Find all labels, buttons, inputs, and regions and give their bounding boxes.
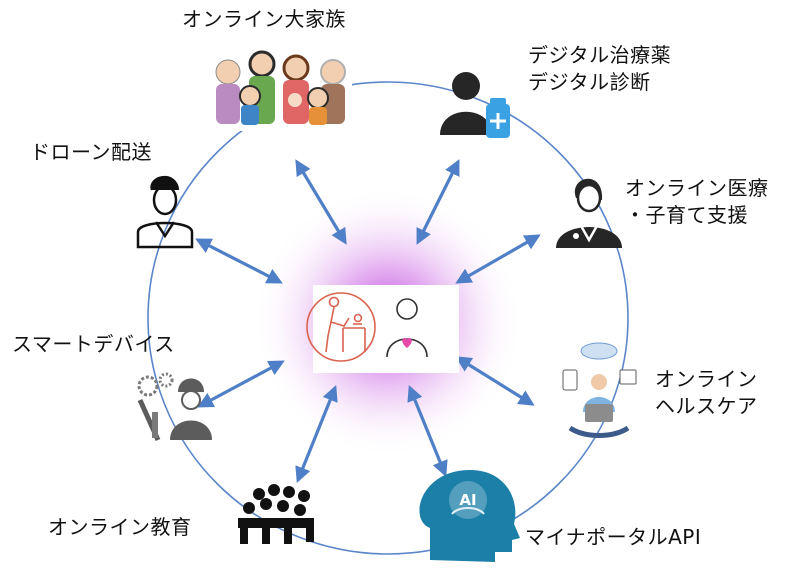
arrow-online-medical [455,234,541,284]
parent-child-care-icon [306,292,376,362]
label-online-healthcare: オンライン ヘルスケア [655,366,758,420]
laptop-user-icon [562,342,637,438]
label-online-family: オンライン大家族 [182,6,346,33]
label-line: オンライン教育 [48,515,192,539]
label-line: スマートデバイス [12,332,175,356]
label-line: デジタル診断 [528,70,651,94]
label-drone-delivery: ドローン配送 [30,139,152,166]
label-line: ヘルスケア [655,394,758,418]
outer-ring [147,81,629,555]
hub-card [306,285,459,373]
doctor-icon [556,178,622,248]
label-line: オンライン医療 [625,176,769,200]
label-digital-medicine: デジタル治療薬 デジタル診断 [528,42,671,96]
ai-text: AI [459,491,476,509]
label-line: ドローン配送 [30,140,152,164]
ai-brain-head-icon: AI [419,470,520,562]
label-line: オンライン [655,367,758,391]
label-line: マイナポータルAPI [525,525,702,549]
person-medicine-icon [440,72,510,138]
mother-heart-icon [386,298,428,358]
arrow-digital-medicine [416,159,460,245]
delivery-person-icon [136,176,194,249]
engineer-gears-icon [137,372,212,442]
connection-arrows [195,159,541,483]
label-online-medical: オンライン医療 ・子育て支援 [625,175,769,229]
label-line: デジタル治療薬 [528,43,672,67]
label-online-education: オンライン教育 [48,514,192,541]
arrow-mynaportal [407,385,448,477]
label-line: オンライン大家族 [182,7,346,31]
label-line: ・子育て支援 [625,203,748,227]
arrow-drone-delivery [195,238,283,284]
arrow-online-healthcare [455,356,535,406]
classroom-icon [238,484,314,544]
arrow-online-education [295,385,338,483]
family-illustration [206,46,352,131]
arrow-smart-device [197,360,285,408]
arrow-online-family [295,159,347,245]
label-smart-device: スマートデバイス [12,331,175,358]
label-mynaportal: マイナポータルAPI [525,524,701,551]
